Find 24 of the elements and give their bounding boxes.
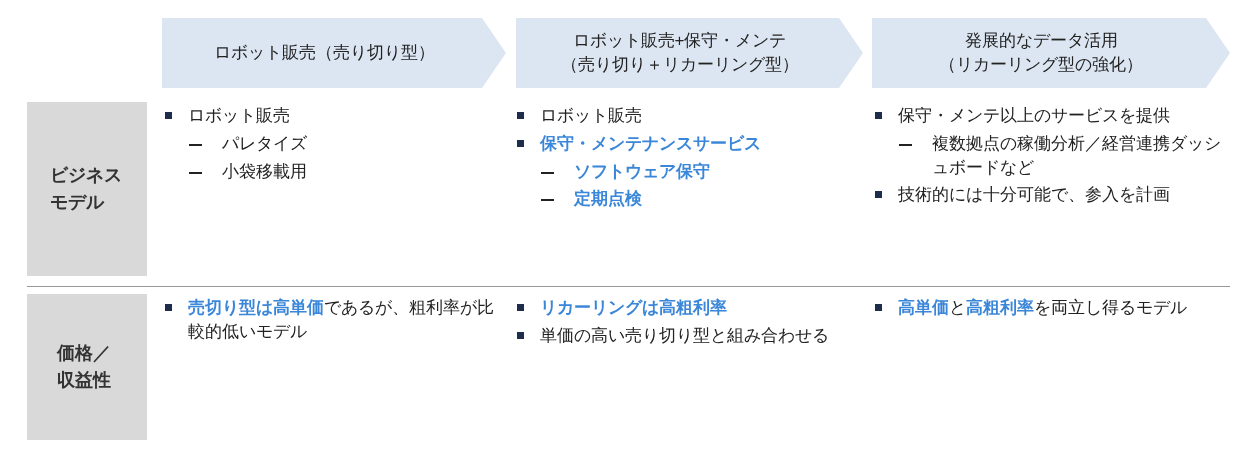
bullet-text: ロボット販売 (540, 105, 642, 127)
bullet-text: 高単価と高粗利率を両立し得るモデル (898, 297, 1187, 319)
bullet-text: 技術的には十分可能で、参入を計画 (898, 184, 1170, 207)
row-header (27, 294, 147, 440)
row-title: 価格／収益性 (57, 342, 113, 392)
stage-title: 発展的なデータ活用（リカーリング型の強化） (938, 30, 1144, 76)
bullet-text: 単価の高い売り切り型と組み合わせる (540, 324, 829, 347)
stage-banner (162, 18, 506, 88)
bullet-text: 保守・メンテナンスサービス (540, 132, 761, 155)
stage-title: ロボット販売（売り切り型） (212, 42, 436, 65)
stage-banner (872, 18, 1230, 88)
bullet-text: パレタイズ (222, 132, 307, 155)
stage-banner (516, 18, 863, 88)
row-title: ビジネスモデル (50, 164, 124, 214)
bullet-text: 定期点検 (574, 188, 642, 211)
row-header (27, 102, 147, 276)
bullet-text: ソフトウェア保守 (574, 160, 710, 183)
bullet-text: ロボット販売 (188, 105, 290, 127)
bullet-text: 保守・メンテ以上のサービスを提供 (898, 105, 1170, 127)
bullet-text: 小袋移載用 (222, 160, 307, 183)
bullet-text: リカーリングは高粗利率 (540, 297, 727, 319)
stage-title: ロボット販売+保守・メンテ（売り切り＋リカーリング型） (559, 30, 800, 76)
bullet-text: 複数拠点の稼働分析／経営連携ダッシュボードなど (932, 132, 1222, 179)
bullet-text: 売切り型は高単価であるが、粗利率が比較的低いモデル (188, 297, 495, 343)
